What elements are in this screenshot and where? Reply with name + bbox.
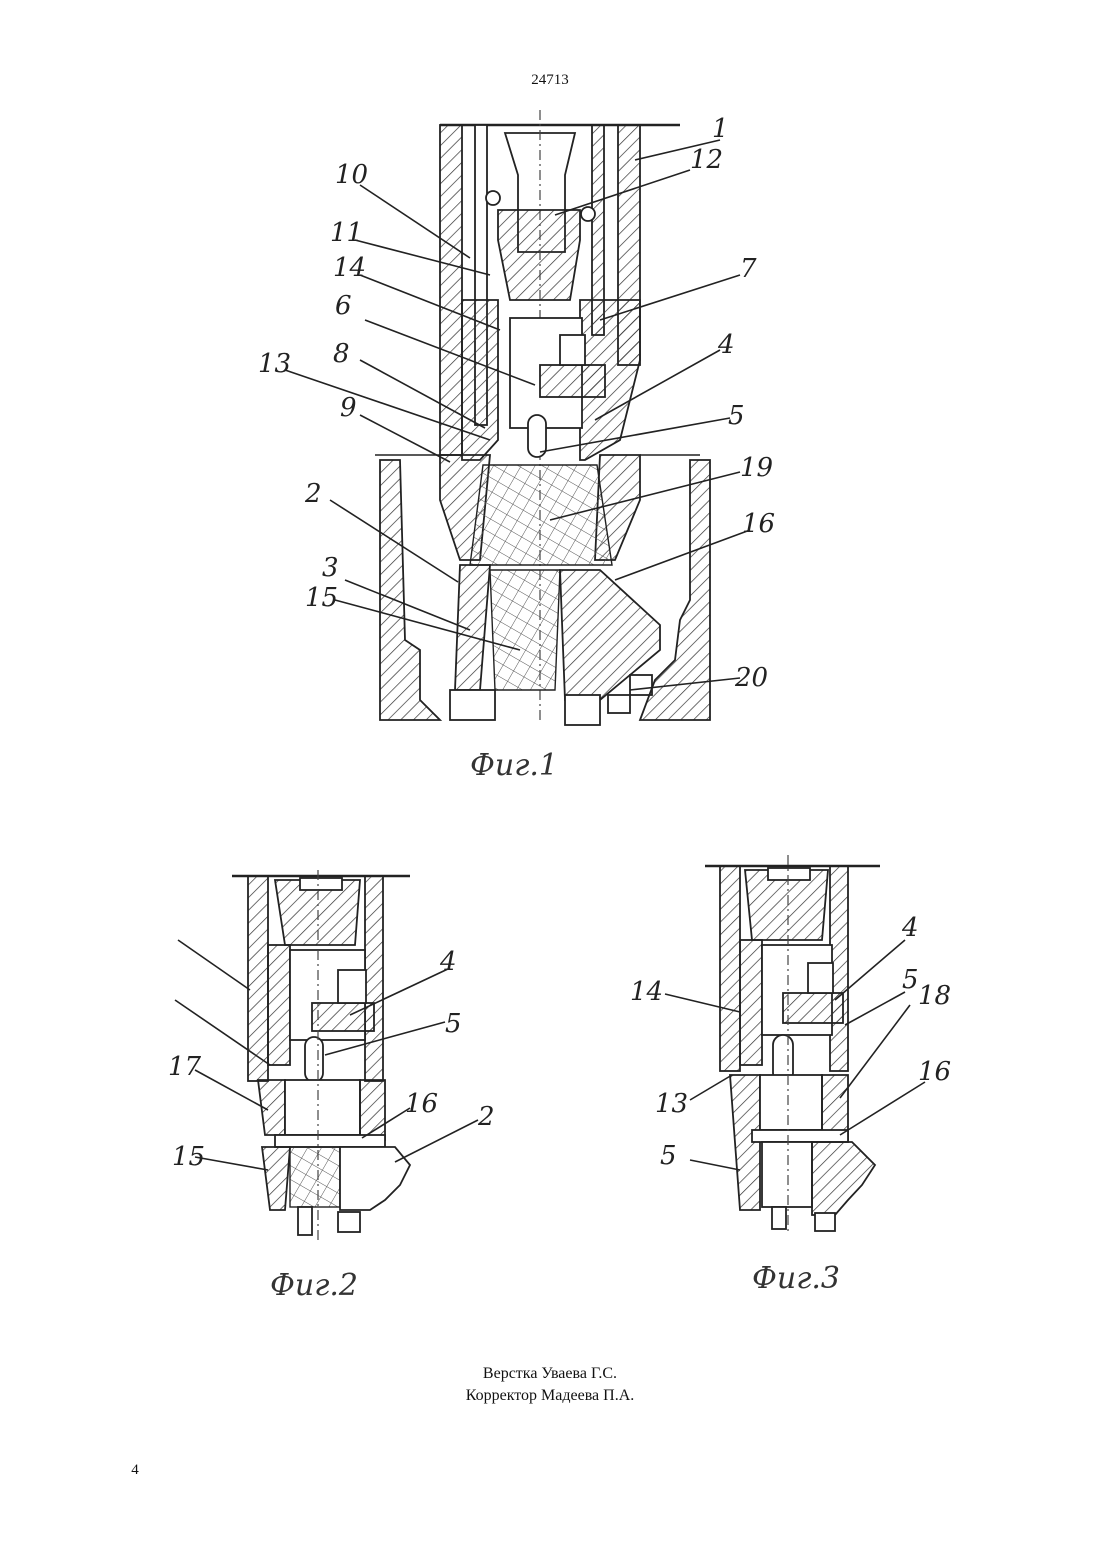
label-19: 19 [740, 453, 773, 483]
fig2-shaft [298, 1207, 312, 1235]
fig3-label-4: 4 [901, 913, 919, 943]
fig2-pin-5 [305, 1037, 323, 1082]
label-16: 16 [742, 509, 775, 539]
fig2-casing-left [248, 876, 268, 1081]
cutter-tooth-outer [630, 675, 652, 695]
fig2-key-4 [312, 1003, 374, 1031]
figure-2: 4 5 17 16 2 15 Фиг.2 [168, 870, 495, 1303]
pin-7 [560, 335, 585, 365]
fig2-pin [338, 970, 366, 1003]
fig2-part-15 [262, 1147, 290, 1210]
label-6: 6 [335, 291, 352, 321]
label-20: 20 [734, 663, 768, 693]
fig3-label-14: 14 [630, 977, 663, 1007]
label-9: 9 [340, 393, 357, 423]
fig2-ring-16 [275, 1135, 385, 1147]
cutter-tooth-outer2 [608, 695, 630, 713]
fig3-label-16: 16 [918, 1057, 951, 1087]
fig3-body-14 [740, 940, 762, 1065]
fig2-core [290, 1147, 340, 1207]
fig3-nozzle [768, 868, 810, 880]
bit-left-15 [455, 565, 490, 690]
fig2-label-5: 5 [445, 1009, 462, 1039]
corrector-credit: Корректор Мадеева П.А. [400, 1387, 700, 1405]
label-11: 11 [330, 218, 363, 248]
fig3-shaft [772, 1207, 786, 1229]
fig2-sleeve [285, 1080, 360, 1135]
fig3-tooth [815, 1213, 835, 1231]
label-10: 10 [335, 160, 368, 190]
label-13: 13 [258, 349, 291, 379]
label-7: 7 [740, 254, 757, 284]
fig3-label-5b: 5 [660, 1141, 677, 1171]
fig2-body-left [268, 945, 290, 1065]
label-1: 1 [712, 114, 729, 144]
cutter-tooth-left [450, 690, 495, 720]
fig2-nozzle [300, 878, 342, 890]
label-4: 4 [717, 330, 735, 360]
cutter-tooth-right [565, 695, 600, 725]
fig3-label-18: 18 [918, 981, 951, 1011]
fig3-core [762, 1142, 812, 1207]
fig2-label-17: 17 [168, 1052, 202, 1082]
label-15: 15 [305, 583, 338, 613]
ball-right [581, 207, 595, 221]
label-2: 2 [304, 479, 322, 509]
label-5: 5 [728, 401, 745, 431]
label-3: 3 [322, 553, 339, 583]
bit-core-3 [490, 570, 560, 690]
fig3-sleeve [760, 1075, 822, 1130]
fig3-label-13: 13 [655, 1089, 688, 1119]
label-12: 12 [690, 145, 723, 175]
caption-fig-2: Фиг.2 [270, 1268, 358, 1303]
borehole-wall-left [380, 460, 440, 720]
fig2-casing-right [365, 876, 383, 1081]
label-8: 8 [333, 339, 350, 369]
figure-3: 4 14 5 18 16 13 5 Фиг.3 [630, 855, 951, 1296]
caption-fig-3: Фиг.3 [752, 1261, 840, 1296]
layout-credit: Верстка Уваева Г.С. [400, 1365, 700, 1383]
fig3-key-4 [783, 993, 843, 1023]
fig3-label-5: 5 [902, 965, 919, 995]
key-4 [540, 365, 605, 397]
fig3-cutter [812, 1142, 875, 1215]
fig3-ring-16 [752, 1130, 848, 1142]
fig2-label-15: 15 [172, 1142, 205, 1172]
fig3-pin [808, 963, 833, 993]
figure-1: 1 12 10 11 14 6 7 4 13 8 9 5 19 2 16 3 1… [258, 110, 775, 783]
caption-fig-1: Фиг.1 [470, 748, 558, 783]
tool-part-19 [470, 465, 612, 565]
fig2-label-16: 16 [405, 1089, 438, 1119]
label-14: 14 [333, 253, 366, 283]
fig2-cutter-2 [340, 1147, 410, 1210]
ball-left [486, 191, 500, 205]
fig3-casing-left [720, 866, 740, 1071]
fig2-label-4: 4 [439, 947, 457, 977]
collet-block-11 [498, 210, 580, 300]
fig2-tooth [338, 1212, 360, 1232]
page-number: 4 [125, 1462, 145, 1479]
fig2-label-2: 2 [477, 1102, 495, 1132]
